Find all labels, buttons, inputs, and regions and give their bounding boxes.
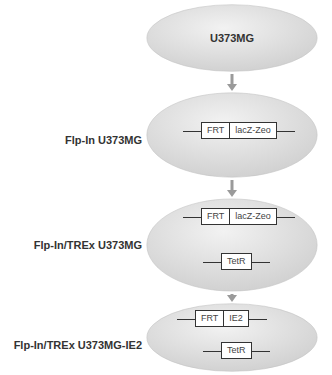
dna-line <box>249 319 267 320</box>
gene-cassette: FRTlacZ-Zeo <box>201 208 277 225</box>
step-arrow <box>227 74 237 91</box>
gene-segment: lacZ-Zeo <box>229 123 276 138</box>
gene-segment: FRT <box>202 123 229 138</box>
dna-line <box>183 131 201 132</box>
step-arrow <box>227 294 237 302</box>
gene-segment: FRT <box>202 209 229 224</box>
gene-cassette: FRTlacZ-Zeo <box>201 122 277 139</box>
dna-line <box>277 131 295 132</box>
gene-segment: TetR <box>222 343 251 358</box>
gene-cassette: TetR <box>221 342 252 359</box>
step-arrow <box>227 180 237 197</box>
dna-line <box>177 319 195 320</box>
gene-cassette: TetR <box>221 253 252 270</box>
cell-node: U373MG <box>146 4 318 72</box>
dna-line <box>203 351 221 352</box>
gene-segment: TetR <box>222 254 251 269</box>
dna-line <box>183 217 201 218</box>
dna-line <box>252 262 270 263</box>
dna-line <box>252 351 270 352</box>
cell-name: U373MG <box>210 32 254 45</box>
dna-line <box>277 217 295 218</box>
cell-node: Flp-In/TREx U373MGFRTlacZ-ZeoTetR <box>146 198 318 292</box>
gene-cassette: FRTIE2 <box>195 310 249 327</box>
dna-line <box>203 262 221 263</box>
gene-segment: FRT <box>196 311 223 326</box>
gene-segment: lacZ-Zeo <box>229 209 276 224</box>
cell-name: Flp-In/TREx U373MG-IE2 <box>14 339 142 352</box>
cell-node: Flp-In U373MGFRTlacZ-Zeo <box>146 92 318 178</box>
cell-center: U373MG <box>146 4 318 72</box>
gene-segment: IE2 <box>223 311 248 326</box>
cell-name: Flp-In U373MG <box>65 134 142 147</box>
cell-node: Flp-In/TREx U373MG-IE2FRTIE2TetR <box>146 303 318 372</box>
cell-name: Flp-In/TREx U373MG <box>34 239 142 252</box>
